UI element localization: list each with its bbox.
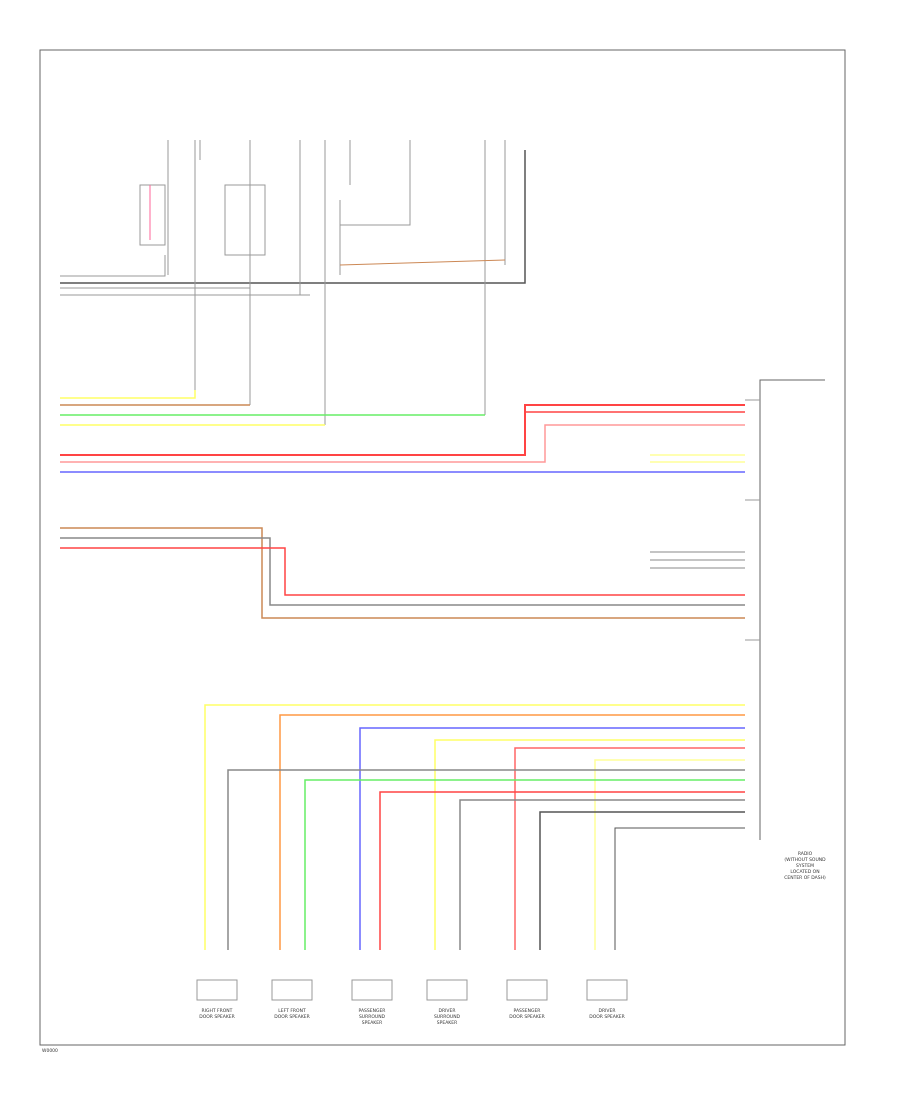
top-junction-box <box>224 184 266 256</box>
module-label-line: LOCATED ON <box>790 869 819 875</box>
speaker-label: RIGHT FRONT <box>202 1008 233 1014</box>
mid-wire-group-3 <box>60 527 745 619</box>
top-ground-line <box>60 255 310 296</box>
speaker-label: SURROUND <box>359 1014 386 1020</box>
mid-wire-group-2 <box>60 404 745 473</box>
module-label-line: CENTER OF DASH) <box>784 875 826 881</box>
speaker-label: DRIVER <box>599 1008 616 1014</box>
top-pin-group <box>167 140 506 425</box>
speaker-label: DOOR SPEAKER <box>274 1014 310 1020</box>
speaker-label: SPEAKER <box>437 1020 457 1026</box>
module-label-line: RADIO <box>798 851 813 857</box>
speaker-label: DOOR SPEAKER <box>589 1014 625 1020</box>
top-small-box <box>340 215 411 226</box>
speaker-label: DOOR SPEAKER <box>509 1014 545 1020</box>
speaker-wire-group <box>204 704 745 950</box>
radio-module-pins <box>745 399 760 641</box>
top-ipm-box <box>139 184 166 246</box>
diagram-border <box>39 49 846 1046</box>
mid-wire-group-1 <box>60 390 485 426</box>
speaker-group <box>196 979 628 1001</box>
module-label-line: (WITHOUT SOUND <box>784 857 826 863</box>
module-label-line: SYSTEM <box>796 863 814 869</box>
speaker-label: PASSENGER <box>359 1008 386 1014</box>
speaker-label: SURROUND <box>434 1014 461 1020</box>
footer-code: W0000 <box>42 1048 58 1054</box>
radio-module-box <box>759 379 825 840</box>
speaker-label: DRIVER <box>439 1008 456 1014</box>
top-connector-bus <box>60 150 526 284</box>
speaker-label: LEFT FRONT <box>278 1008 306 1014</box>
speaker-label: PASSENGER <box>514 1008 541 1014</box>
speaker-label: SPEAKER <box>362 1020 382 1026</box>
speaker-label: DOOR SPEAKER <box>199 1014 235 1020</box>
top-orange-wire <box>339 259 506 266</box>
